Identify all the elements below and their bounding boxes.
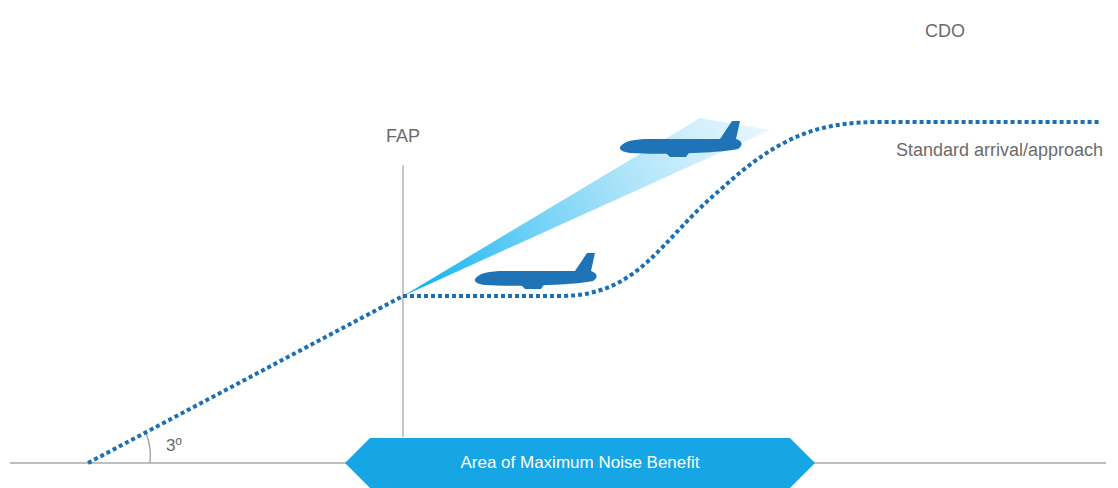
band-text: Area of Maximum Noise Benefit bbox=[460, 453, 699, 473]
fix-label: FAP bbox=[386, 126, 420, 147]
glide-beam bbox=[403, 118, 770, 296]
angle-label: 3º bbox=[166, 436, 182, 456]
fap-line bbox=[402, 165, 404, 437]
final-approach-path bbox=[88, 296, 403, 463]
noise-benefit-band: Area of Maximum Noise Benefit bbox=[345, 438, 815, 488]
aircraft-standard bbox=[475, 253, 597, 289]
path-label: Standard arrival/approach bbox=[896, 140, 1103, 161]
angle-arc bbox=[146, 433, 150, 463]
aircraft-cdo bbox=[620, 121, 742, 157]
diagram-title: CDO bbox=[925, 21, 965, 42]
